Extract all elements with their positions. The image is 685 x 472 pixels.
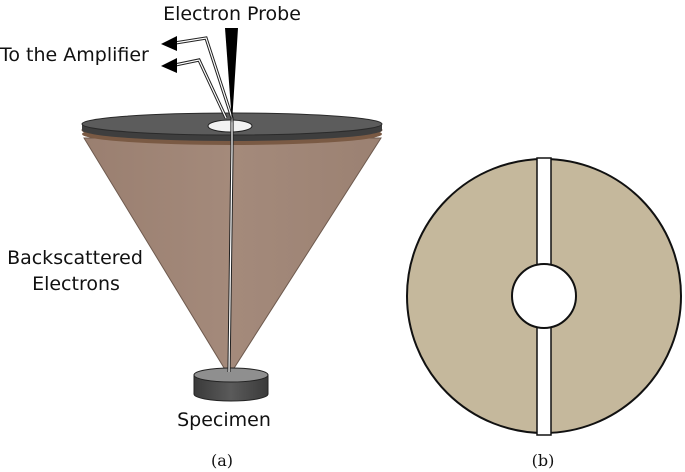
detector-center-hole	[207, 119, 253, 133]
panel-b: (b)	[406, 157, 682, 470]
caption-a: (a)	[211, 451, 233, 470]
amplifier-arrow-bottom-icon	[161, 58, 177, 73]
specimen-label: Specimen	[177, 409, 271, 431]
specimen	[193, 367, 269, 402]
amplifier-label: To the Amplifier	[0, 44, 149, 66]
panel-a: Electron Probe To the Amplifier Backscat…	[0, 3, 383, 470]
electron-probe-label: Electron Probe	[163, 3, 301, 25]
caption-b: (b)	[532, 451, 555, 470]
center-aperture	[511, 263, 577, 329]
wire-inner	[174, 58, 228, 119]
wire-inner-core	[174, 59, 227, 119]
backscattered-label: Backscattered	[7, 247, 143, 269]
electron-probe-icon	[225, 28, 238, 123]
amplifier-arrow-top-icon	[161, 36, 177, 51]
specimen-top	[193, 367, 269, 383]
electrons-label: Electrons	[32, 273, 120, 295]
